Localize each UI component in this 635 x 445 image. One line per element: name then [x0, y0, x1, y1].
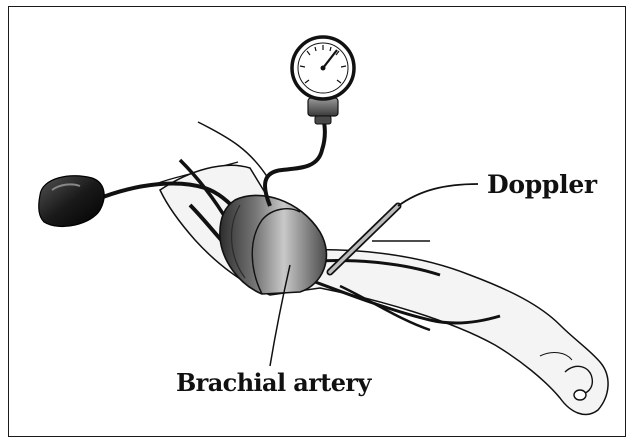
doppler-label: Doppler: [487, 170, 597, 199]
gauge-tube: [265, 122, 325, 206]
blood-pressure-cuff: [220, 195, 327, 294]
brachial-artery-label: Brachial artery: [176, 368, 371, 397]
inflation-bulb: [39, 176, 104, 227]
thumb-tip: [574, 390, 586, 400]
sphygmomanometer-gauge: [292, 37, 354, 124]
